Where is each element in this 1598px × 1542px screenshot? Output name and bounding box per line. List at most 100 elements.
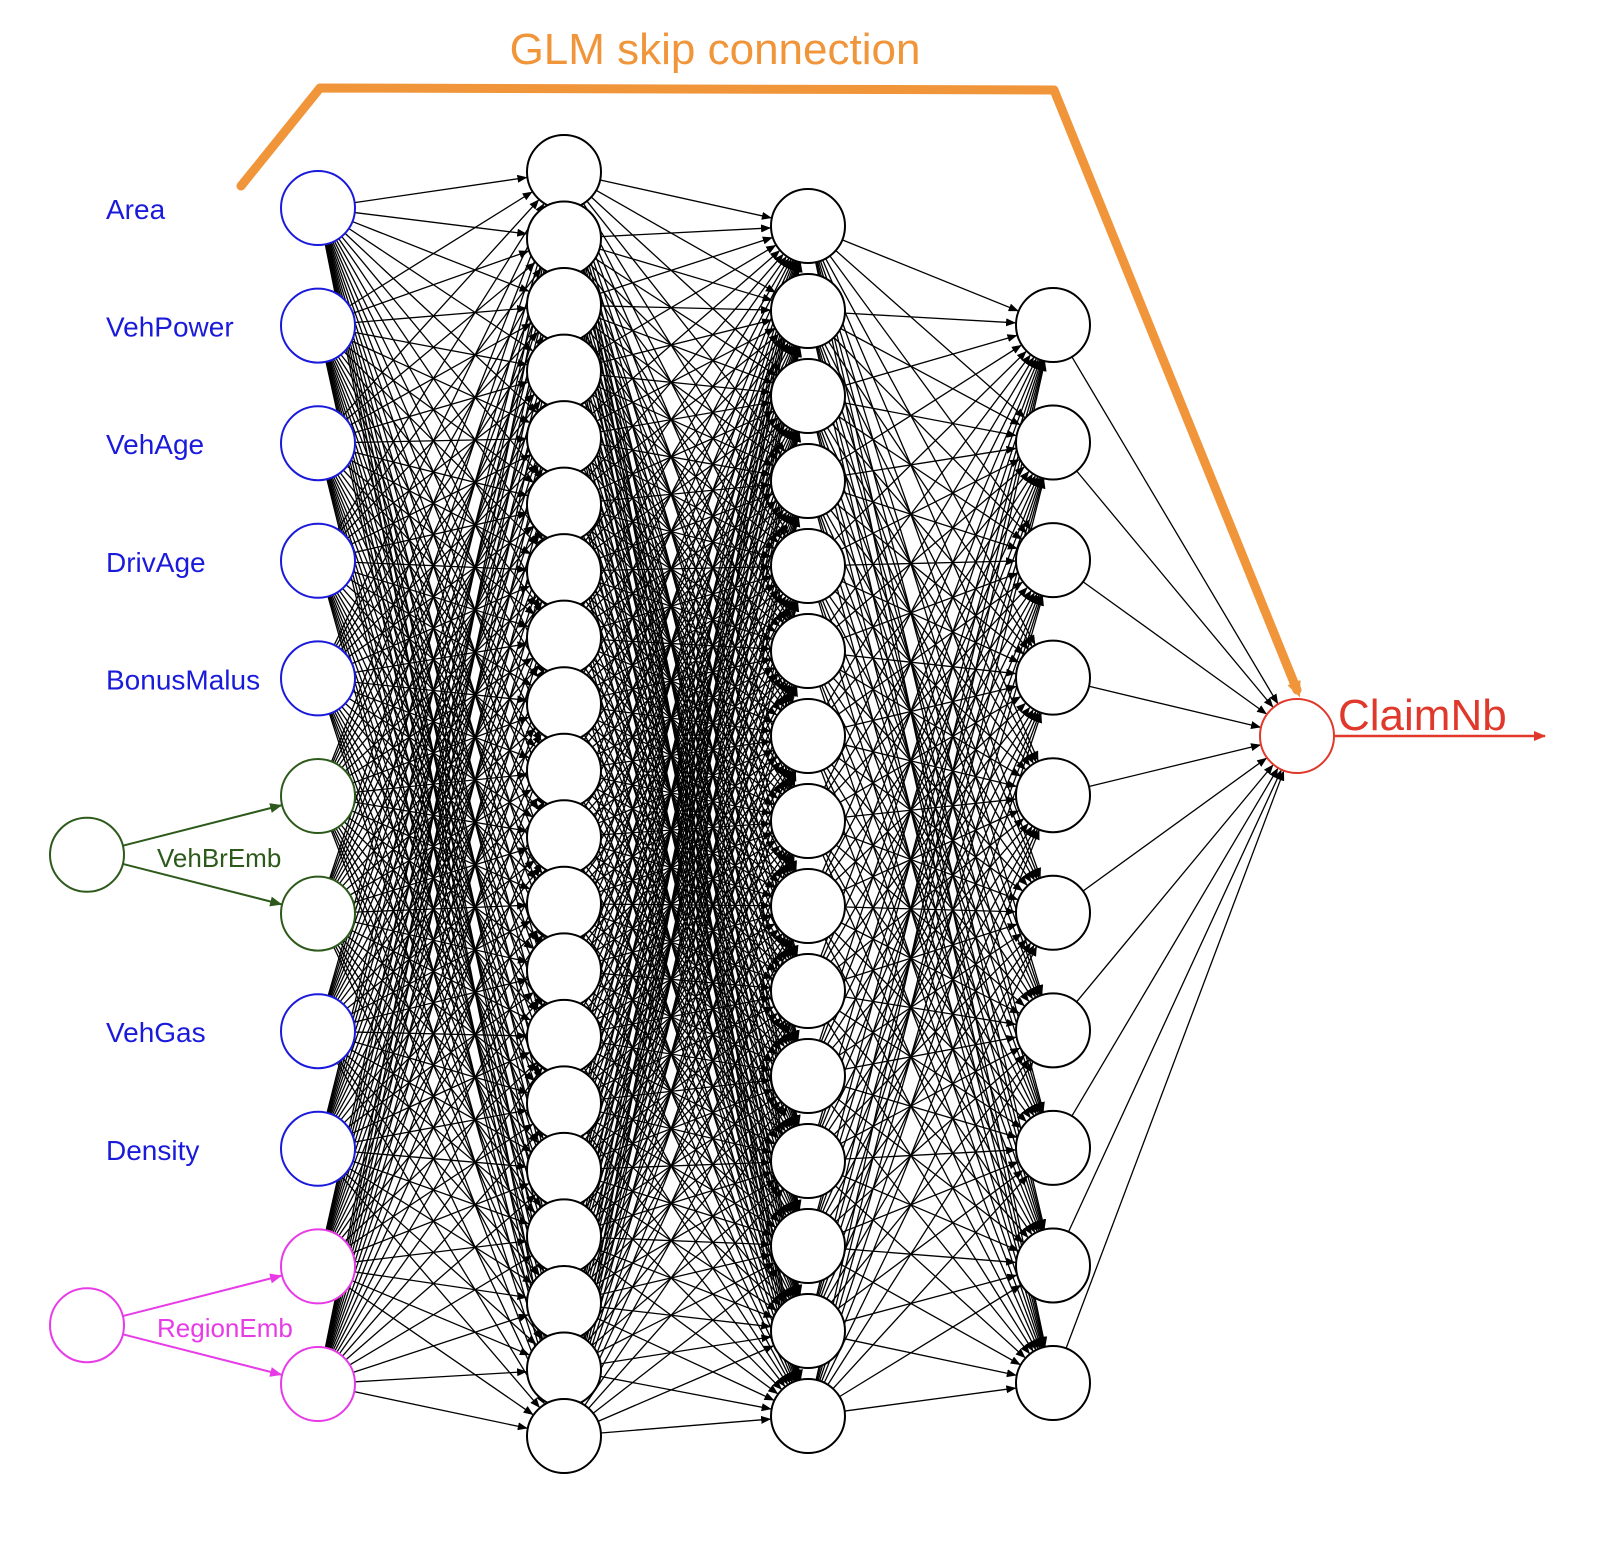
network-edge [830, 1059, 1030, 1303]
network-edge [350, 454, 531, 545]
network-edge [354, 211, 528, 237]
network-edge [354, 561, 528, 574]
network-edge [592, 992, 779, 1139]
network-edge [830, 706, 1031, 963]
network-edge [331, 339, 551, 880]
network-edge [349, 1048, 532, 1152]
hidden-3-node-9 [1015, 1227, 1091, 1304]
network-edge [342, 1058, 540, 1276]
network-edge [327, 243, 556, 1068]
hidden-2-node-1 [770, 188, 846, 264]
network-edge [571, 432, 802, 1401]
network-edge [584, 667, 787, 961]
network-edge [596, 1262, 775, 1354]
network-edge [600, 481, 772, 502]
network-edge [335, 869, 546, 1235]
network-edge [835, 1054, 1026, 1223]
network-edge [327, 207, 555, 996]
network-edge [817, 595, 1044, 1381]
embedding-source-regionemb [49, 1287, 125, 1364]
network-edge [598, 1249, 774, 1318]
network-edge [574, 261, 798, 936]
network-edge [836, 1098, 1024, 1243]
network-edge [586, 764, 785, 1009]
network-edge [344, 463, 538, 654]
network-edge [352, 1313, 529, 1374]
network-edge [822, 854, 1039, 1350]
network-edge [350, 920, 532, 1015]
network-edge [829, 255, 1032, 531]
network-edge [828, 341, 1033, 647]
network-edge [331, 805, 551, 1350]
network-edge [338, 708, 544, 1007]
network-edge [593, 924, 778, 1055]
network-edge [597, 1345, 775, 1422]
network-edge [600, 1077, 772, 1100]
network-edge [328, 713, 554, 1401]
network-edge [831, 764, 1030, 1002]
hidden-1-node-7 [526, 533, 602, 610]
network-edge [838, 416, 1023, 540]
network-edge [844, 312, 1017, 327]
network-edge [1076, 470, 1274, 708]
network-edge [574, 516, 798, 1202]
network-edge [349, 1255, 533, 1366]
network-edge [823, 683, 1037, 1115]
network-edge [575, 739, 797, 1381]
network-edge [837, 581, 1023, 715]
network-edge [331, 477, 551, 1003]
output-node-claimnb [1259, 698, 1335, 774]
network-edge [351, 1051, 531, 1135]
network-edge [837, 1170, 1024, 1310]
network-edge [588, 331, 783, 539]
network-edge [354, 641, 528, 673]
network-edge [818, 360, 1043, 1042]
network-edge [354, 681, 528, 704]
network-edge [821, 359, 1039, 873]
network-edge [592, 929, 780, 1081]
network-edge [574, 431, 798, 1135]
network-edge [342, 199, 540, 417]
network-edge [600, 1375, 772, 1412]
network-edge [573, 261, 800, 1068]
network-edge [331, 472, 551, 998]
network-edge [840, 922, 1021, 1014]
network-edge [833, 939, 1028, 1136]
network-edge [600, 374, 772, 396]
network-edge [597, 719, 775, 806]
network-edge [818, 477, 1044, 1211]
network-edge [596, 923, 776, 1020]
input-node-drivage [280, 522, 356, 599]
network-edge [600, 1415, 772, 1434]
network-edge [599, 179, 772, 220]
network-edge [581, 1002, 791, 1384]
network-edge [349, 789, 533, 896]
network-edge [831, 823, 1029, 1049]
hidden-3-node-10 [1015, 1345, 1091, 1421]
network-edge [598, 650, 774, 723]
network-edge [570, 262, 803, 1400]
network-edge [587, 509, 785, 743]
network-edge [818, 595, 1043, 1296]
network-edge [345, 1173, 537, 1345]
network-edge [329, 340, 553, 997]
network-edge [349, 1167, 533, 1284]
network-edge [579, 338, 793, 788]
network-edge [841, 1174, 1019, 1252]
hidden-2-node-5 [770, 528, 846, 604]
network-edge [328, 539, 554, 1232]
hidden-2-node-14 [770, 1293, 846, 1369]
network-edge [573, 516, 800, 1334]
network-edge [582, 342, 789, 674]
network-edge [332, 594, 549, 1070]
network-edge [834, 702, 1026, 882]
network-edge [593, 673, 779, 816]
network-edge [827, 473, 1033, 791]
network-edge [839, 1284, 1022, 1398]
network-edge [844, 1248, 1017, 1266]
network-edge [331, 605, 550, 1116]
network-edge [331, 829, 550, 1336]
network-edge [600, 1237, 772, 1249]
network-edge [341, 1176, 540, 1408]
network-edge [327, 243, 555, 1002]
